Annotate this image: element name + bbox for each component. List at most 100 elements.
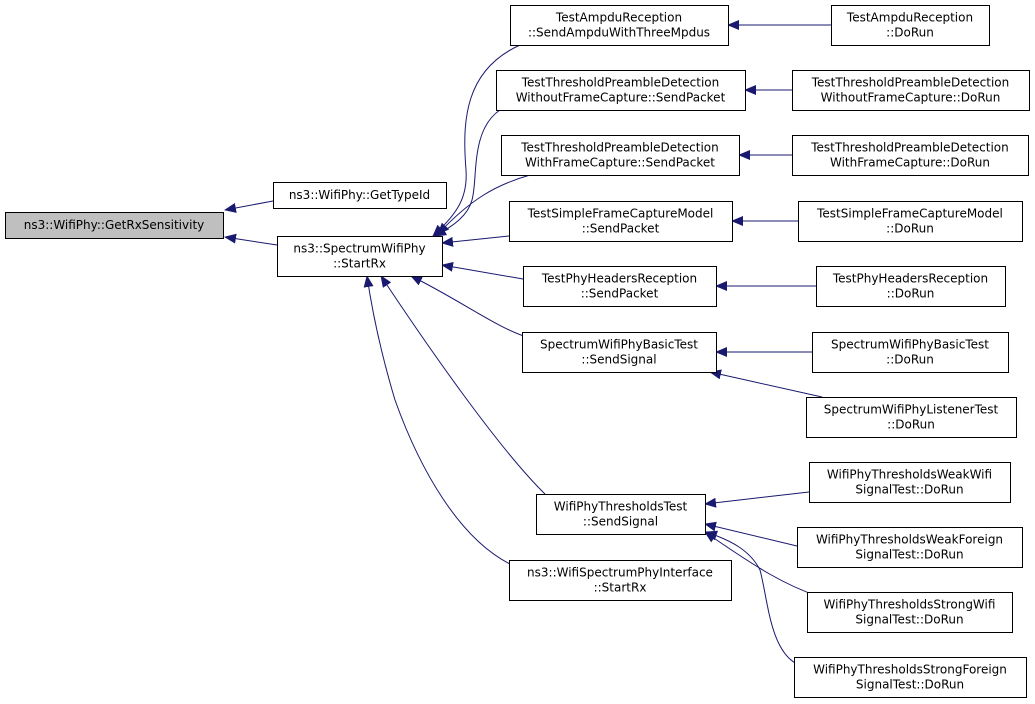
node-box[interactable] — [5, 212, 224, 239]
node-label-line: WifiPhyThresholdsTest — [554, 500, 688, 514]
node-label-line: TestAmpduReception — [846, 11, 973, 25]
node-box[interactable] — [277, 236, 443, 277]
node-label-line: ::DoRun — [886, 353, 934, 367]
node-label-line: WithFrameCapture::SendPacket — [525, 156, 715, 170]
edge-tpd_w_send-to-startrx — [437, 174, 531, 235]
node-swpb-send[interactable]: SpectrumWifiPhyBasicTest::SendSignal — [522, 332, 717, 373]
node-label-line: WithoutFrameCapture::DoRun — [821, 91, 1001, 105]
node-label-line: SpectrumWifiPhyListenerTest — [824, 403, 999, 417]
node-label-line: ns3::WifiSpectrumPhyInterface — [527, 566, 713, 580]
node-box[interactable] — [809, 462, 1011, 503]
node-label-line: ::SendPacket — [582, 222, 660, 236]
node-label-line: ::DoRun — [887, 418, 935, 432]
node-label-line: TestThresholdPreambleDetection — [811, 76, 1010, 90]
edge-wpt_send-to-startrx — [380, 275, 546, 495]
edge-startrx-to-root — [224, 233, 278, 246]
node-swpb-run[interactable]: SpectrumWifiPhyBasicTest::DoRun — [812, 332, 1009, 373]
node-sfc-send[interactable]: TestSimpleFrameCaptureModel::SendPacket — [509, 201, 733, 242]
node-label-line: TestPhyHeadersReception — [832, 272, 988, 286]
node-tpd-w-send[interactable]: TestThresholdPreambleDetectionWithFrameC… — [501, 135, 740, 176]
node-label-line: TestThresholdPreambleDetection — [810, 141, 1009, 155]
node-wpt-weakwifi[interactable]: WifiPhyThresholdsWeakWifiSignalTest::DoR… — [809, 462, 1011, 503]
node-label-line: WifiPhyThresholdsStrongForeign — [813, 663, 1007, 677]
node-ampdu-send[interactable]: TestAmpduReception::SendAmpduWithThreeMp… — [510, 5, 729, 46]
node-wpt-send[interactable]: WifiPhyThresholdsTest::SendSignal — [536, 494, 706, 535]
node-label-line: SpectrumWifiPhyBasicTest — [831, 338, 989, 352]
edge-wpt_weakwifi-to-wpt_send — [704, 491, 810, 508]
node-wpt-strongwifi[interactable]: WifiPhyThresholdsStrongWifiSignalTest::D… — [807, 592, 1013, 633]
node-box[interactable] — [273, 182, 447, 209]
node-box[interactable] — [797, 527, 1023, 568]
node-startrx[interactable]: ns3::SpectrumWifiPhy::StartRx — [277, 236, 443, 277]
node-ampdu-run[interactable]: TestAmpduReception::DoRun — [831, 5, 990, 46]
node-label-line: WithoutFrameCapture::SendPacket — [516, 91, 726, 105]
node-label-line: SignalTest::DoRun — [855, 613, 963, 627]
node-box[interactable] — [794, 657, 1027, 698]
node-box[interactable] — [496, 70, 746, 111]
node-box[interactable] — [536, 494, 706, 535]
node-label-line: TestAmpduReception — [555, 11, 682, 25]
node-label-line: WifiPhyThresholdsWeakForeign — [816, 533, 1003, 547]
edge-wpt_strongforeign-to-wpt_send — [705, 530, 798, 665]
node-box[interactable] — [509, 560, 732, 601]
node-label-line: TestThresholdPreambleDetection — [520, 141, 719, 155]
node-label-line: SpectrumWifiPhyBasicTest — [540, 338, 698, 352]
node-gettypeid[interactable]: ns3::WifiPhy::GetTypeId — [273, 182, 447, 209]
node-box[interactable] — [501, 135, 740, 176]
node-wpt-strongforeign[interactable]: WifiPhyThresholdsStrongForeignSignalTest… — [794, 657, 1027, 698]
node-label-line: ns3::WifiPhy::GetRxSensitivity — [24, 218, 205, 232]
node-label-line: ::SendAmpduWithThreeMpdus — [528, 26, 710, 40]
node-box[interactable] — [798, 201, 1023, 242]
node-box[interactable] — [816, 266, 1006, 307]
node-box[interactable] — [812, 332, 1009, 373]
node-label-line: ::SendPacket — [581, 287, 659, 301]
node-tpd-wo-send[interactable]: TestThresholdPreambleDetectionWithoutFra… — [496, 70, 746, 111]
node-label-line: WithFrameCapture::DoRun — [830, 156, 990, 170]
edge-wpt_weakforeign-to-wpt_send — [704, 521, 798, 547]
node-label-line: ::SendSignal — [583, 515, 658, 529]
edge-gettypeid-to-root — [224, 200, 274, 213]
node-label-line: TestThresholdPreambleDetection — [521, 76, 720, 90]
node-label-line: SignalTest::DoRun — [856, 678, 964, 692]
node-label-line: ns3::WifiPhy::GetTypeId — [289, 188, 430, 202]
node-swpl-run[interactable]: SpectrumWifiPhyListenerTest::DoRun — [806, 397, 1017, 438]
node-label-line: TestSimpleFrameCaptureModel — [816, 207, 1003, 221]
node-label-line: WifiPhyThresholdsStrongWifi — [824, 598, 996, 612]
node-label-line: ::StartRx — [594, 581, 647, 595]
node-label-line: SignalTest::DoRun — [855, 483, 963, 497]
node-label-line: TestPhyHeadersReception — [541, 272, 697, 286]
node-box[interactable] — [792, 135, 1029, 176]
node-box[interactable] — [510, 5, 729, 46]
edge-phr_send-to-startrx — [441, 261, 524, 280]
node-tpd-wo-run[interactable]: TestThresholdPreambleDetectionWithoutFra… — [792, 70, 1030, 111]
node-label-line: WifiPhyThresholdsWeakWifi — [827, 468, 992, 482]
node-box[interactable] — [806, 397, 1017, 438]
node-tpd-w-run[interactable]: TestThresholdPreambleDetectionWithFrameC… — [792, 135, 1029, 176]
node-label-line: ::SendSignal — [581, 353, 656, 367]
node-root[interactable]: ns3::WifiPhy::GetRxSensitivity — [5, 212, 224, 239]
node-box[interactable] — [831, 5, 990, 46]
node-label-line: TestSimpleFrameCaptureModel — [527, 207, 714, 221]
node-label-line: ::DoRun — [887, 287, 935, 301]
node-label-line: ::StartRx — [333, 257, 386, 271]
node-phr-send[interactable]: TestPhyHeadersReception::SendPacket — [523, 266, 717, 307]
node-label-line: ::DoRun — [886, 222, 934, 236]
node-label-line: SignalTest::DoRun — [855, 548, 963, 562]
node-label-line: ns3::SpectrumWifiPhy — [293, 242, 425, 256]
node-wpt-weakforeign[interactable]: WifiPhyThresholdsWeakForeignSignalTest::… — [797, 527, 1023, 568]
edge-swpb_send-to-startrx — [410, 275, 531, 339]
node-label-line: ::DoRun — [886, 26, 934, 40]
node-wspi-startrx[interactable]: ns3::WifiSpectrumPhyInterface::StartRx — [509, 560, 732, 601]
node-box[interactable] — [792, 70, 1030, 111]
node-sfc-run[interactable]: TestSimpleFrameCaptureModel::DoRun — [798, 201, 1023, 242]
node-box[interactable] — [509, 201, 733, 242]
node-box[interactable] — [807, 592, 1013, 633]
edge-tpd_wo_send-to-startrx — [434, 109, 501, 237]
node-box[interactable] — [522, 332, 717, 373]
edge-ampdu_send-to-startrx — [432, 44, 521, 237]
edge-wspi_startrx-to-startrx — [363, 275, 513, 566]
node-phr-run[interactable]: TestPhyHeadersReception::DoRun — [816, 266, 1006, 307]
node-box[interactable] — [523, 266, 717, 307]
